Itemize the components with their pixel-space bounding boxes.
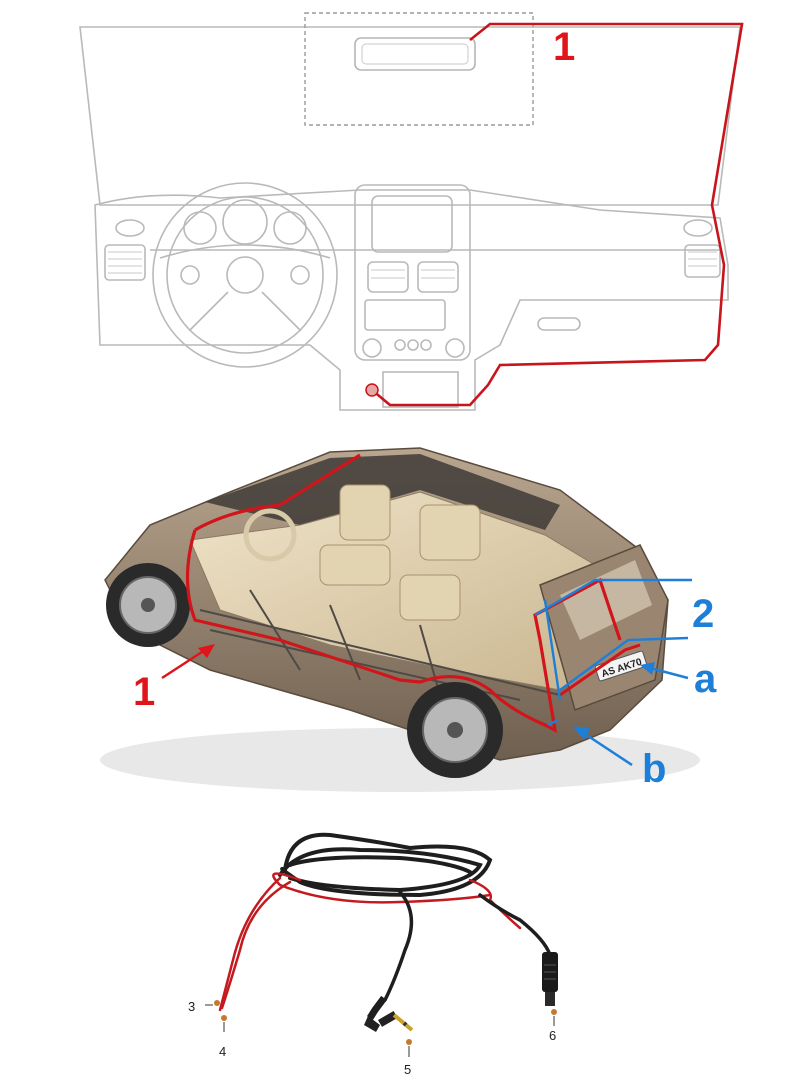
vent-center-right [417,261,459,293]
cable-illustration: 3 4 5 6 [188,832,558,1077]
arrow-point-b [581,730,633,767]
gauge-right [273,211,307,245]
car-steering-wheel [243,508,297,562]
steering-wheel [152,182,338,368]
rca-connector [542,952,558,1006]
cable-route-car [185,453,622,733]
cable-diagram: 3 4 5 6 [0,820,804,1085]
dashcam-mount-zone [304,12,534,126]
route-label-dashboard: 1 [553,25,575,69]
wire-end-5 [406,1039,412,1045]
route-label-car-2: 2 [692,592,714,636]
center-console [354,184,471,361]
power-socket [365,383,379,397]
wire-end-6 [551,1009,557,1015]
infotainment-screen [371,195,453,253]
point-label-b: b [642,747,666,791]
label-6: 6 [549,1028,556,1043]
point-label-a: a [694,657,717,701]
label-4: 4 [219,1044,226,1059]
label-3: 3 [188,999,195,1014]
arrow-route-1 [161,648,206,680]
front-seat [339,484,391,541]
cable-coil [278,832,493,898]
cable-route-dashboard [371,22,744,407]
windshield-outline [79,26,741,206]
rear-seat [419,504,481,561]
dashboard-illustration: 1 [79,12,744,411]
glovebox-handle [537,317,581,331]
dashboard-diagram: 1 [0,0,804,430]
gauge-center [222,199,268,245]
angled-audio-jack [364,995,414,1032]
car-diagram: AS AK70 1 2 a b [0,430,804,820]
label-5: 5 [404,1062,411,1077]
vent-right [684,244,721,278]
cable-route-rear-camera [534,578,692,727]
arrow-point-a [649,666,689,680]
car-illustration: AS AK70 1 2 a b [100,447,717,792]
vent-center-left [367,261,409,293]
vent-left [104,244,146,281]
gauge-left [183,211,217,245]
wire-end-4 [221,1015,227,1021]
dashboard-line-art [79,26,741,411]
red-wire [218,872,522,1012]
wire-end-3 [214,1000,220,1006]
rear-view-mirror [354,37,476,71]
license-plate [594,650,648,682]
jack-plug-tip [392,1013,414,1032]
route-label-car-1: 1 [133,670,155,714]
